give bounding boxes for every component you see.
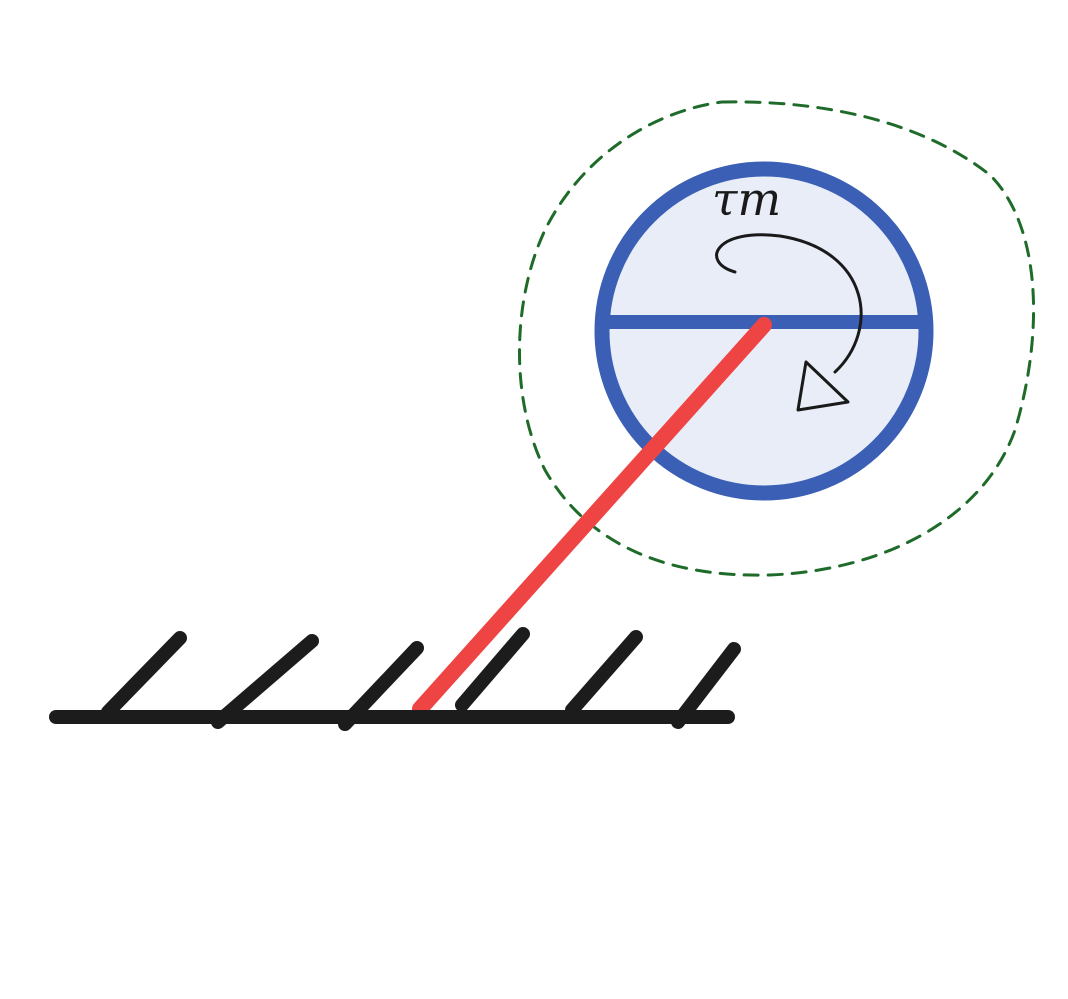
torque-arrowhead-icon: [796, 360, 850, 412]
ground-hatch: [211, 634, 319, 729]
ground-hatch: [671, 642, 741, 729]
ground-hatch: [338, 641, 424, 731]
motor-disk-outline: [594, 161, 934, 501]
ground-hatch: [101, 631, 187, 719]
ground-hatch: [565, 630, 643, 717]
torque-label: τm: [712, 172, 782, 226]
curved-torque-arrow-icon: [715, 233, 863, 374]
hatched-ground-icon: [49, 627, 741, 731]
link-arm: [412, 317, 772, 717]
ground-hatch: [455, 627, 530, 712]
